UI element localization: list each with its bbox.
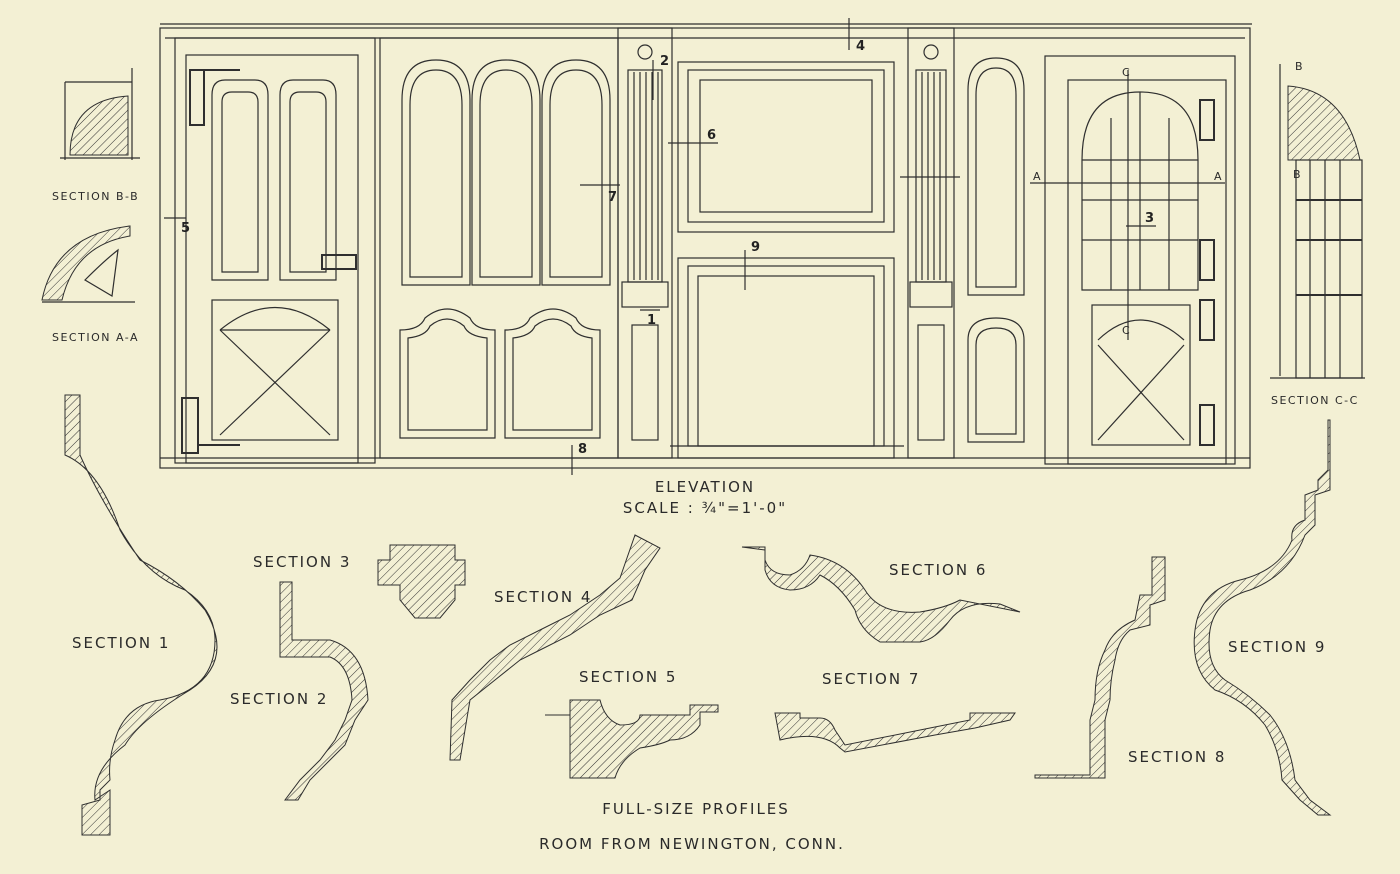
section-aa-label: SECTION A-A (52, 331, 139, 344)
callout-8: 8 (578, 442, 587, 457)
cut-mark-b-mid: B (1293, 168, 1302, 181)
profile-section-2 (279, 581, 369, 801)
elevation-drawing: 1 2 3 4 5 6 7 8 9 C C A A (159, 18, 1252, 475)
callout-7: 7 (608, 190, 617, 205)
section-2-label: SECTION 2 (230, 690, 328, 708)
callout-9: 9 (751, 240, 760, 255)
right-pilaster (907, 27, 955, 459)
section-5-label: SECTION 5 (579, 668, 677, 686)
overmantel-panel (677, 61, 895, 233)
section-7-label: SECTION 7 (822, 670, 920, 688)
section-cc-drawing (1270, 64, 1365, 379)
callout-2: 2 (660, 54, 669, 69)
callout-3: 3 (1145, 211, 1154, 226)
left-pilaster (617, 27, 673, 459)
section-9-label: SECTION 9 (1228, 638, 1326, 656)
cut-mark-a-right: A (1214, 170, 1223, 183)
section-cc-label: SECTION C-C (1271, 394, 1359, 407)
section-8-label: SECTION 8 (1128, 748, 1226, 766)
section-bb-drawing (60, 68, 140, 160)
section-aa-drawing (41, 225, 135, 303)
profile-section-6 (741, 546, 1021, 643)
callout-1: 1 (647, 313, 656, 328)
section-3-label: SECTION 3 (253, 553, 351, 571)
callout-6: 6 (707, 128, 716, 143)
room-caption: ROOM FROM NEWINGTON, CONN. (539, 835, 845, 853)
section-6-label: SECTION 6 (889, 561, 987, 579)
left-door (174, 37, 376, 464)
profiles-caption: FULL-SIZE PROFILES (602, 800, 790, 818)
cut-mark-c-top: C (1122, 66, 1131, 79)
profile-section-1 (64, 394, 218, 836)
section-1-label: SECTION 1 (72, 634, 170, 652)
center-panels (379, 37, 619, 459)
profile-section-5 (545, 699, 719, 779)
cut-mark-c-bottom: C (1122, 324, 1131, 337)
profile-section-7 (774, 712, 1016, 753)
profile-section-8 (1034, 556, 1166, 779)
cut-mark-a-left: A (1033, 170, 1042, 183)
profile-section-3 (377, 544, 466, 619)
section-bb-label: SECTION B-B (52, 190, 139, 203)
profile-section-9 (1193, 419, 1332, 816)
right-narrow-panels (967, 57, 1025, 443)
elevation-scale: SCALE : ¾"=1'-0" (623, 499, 787, 517)
profile-section-4 (449, 534, 661, 761)
section-4-label: SECTION 4 (494, 588, 592, 606)
cupboard-door (1030, 55, 1236, 465)
elevation-title: ELEVATION (655, 478, 755, 496)
callout-4: 4 (856, 39, 865, 54)
callout-5: 5 (181, 221, 190, 236)
fireplace (670, 257, 904, 459)
cut-mark-b-top: B (1295, 60, 1304, 73)
